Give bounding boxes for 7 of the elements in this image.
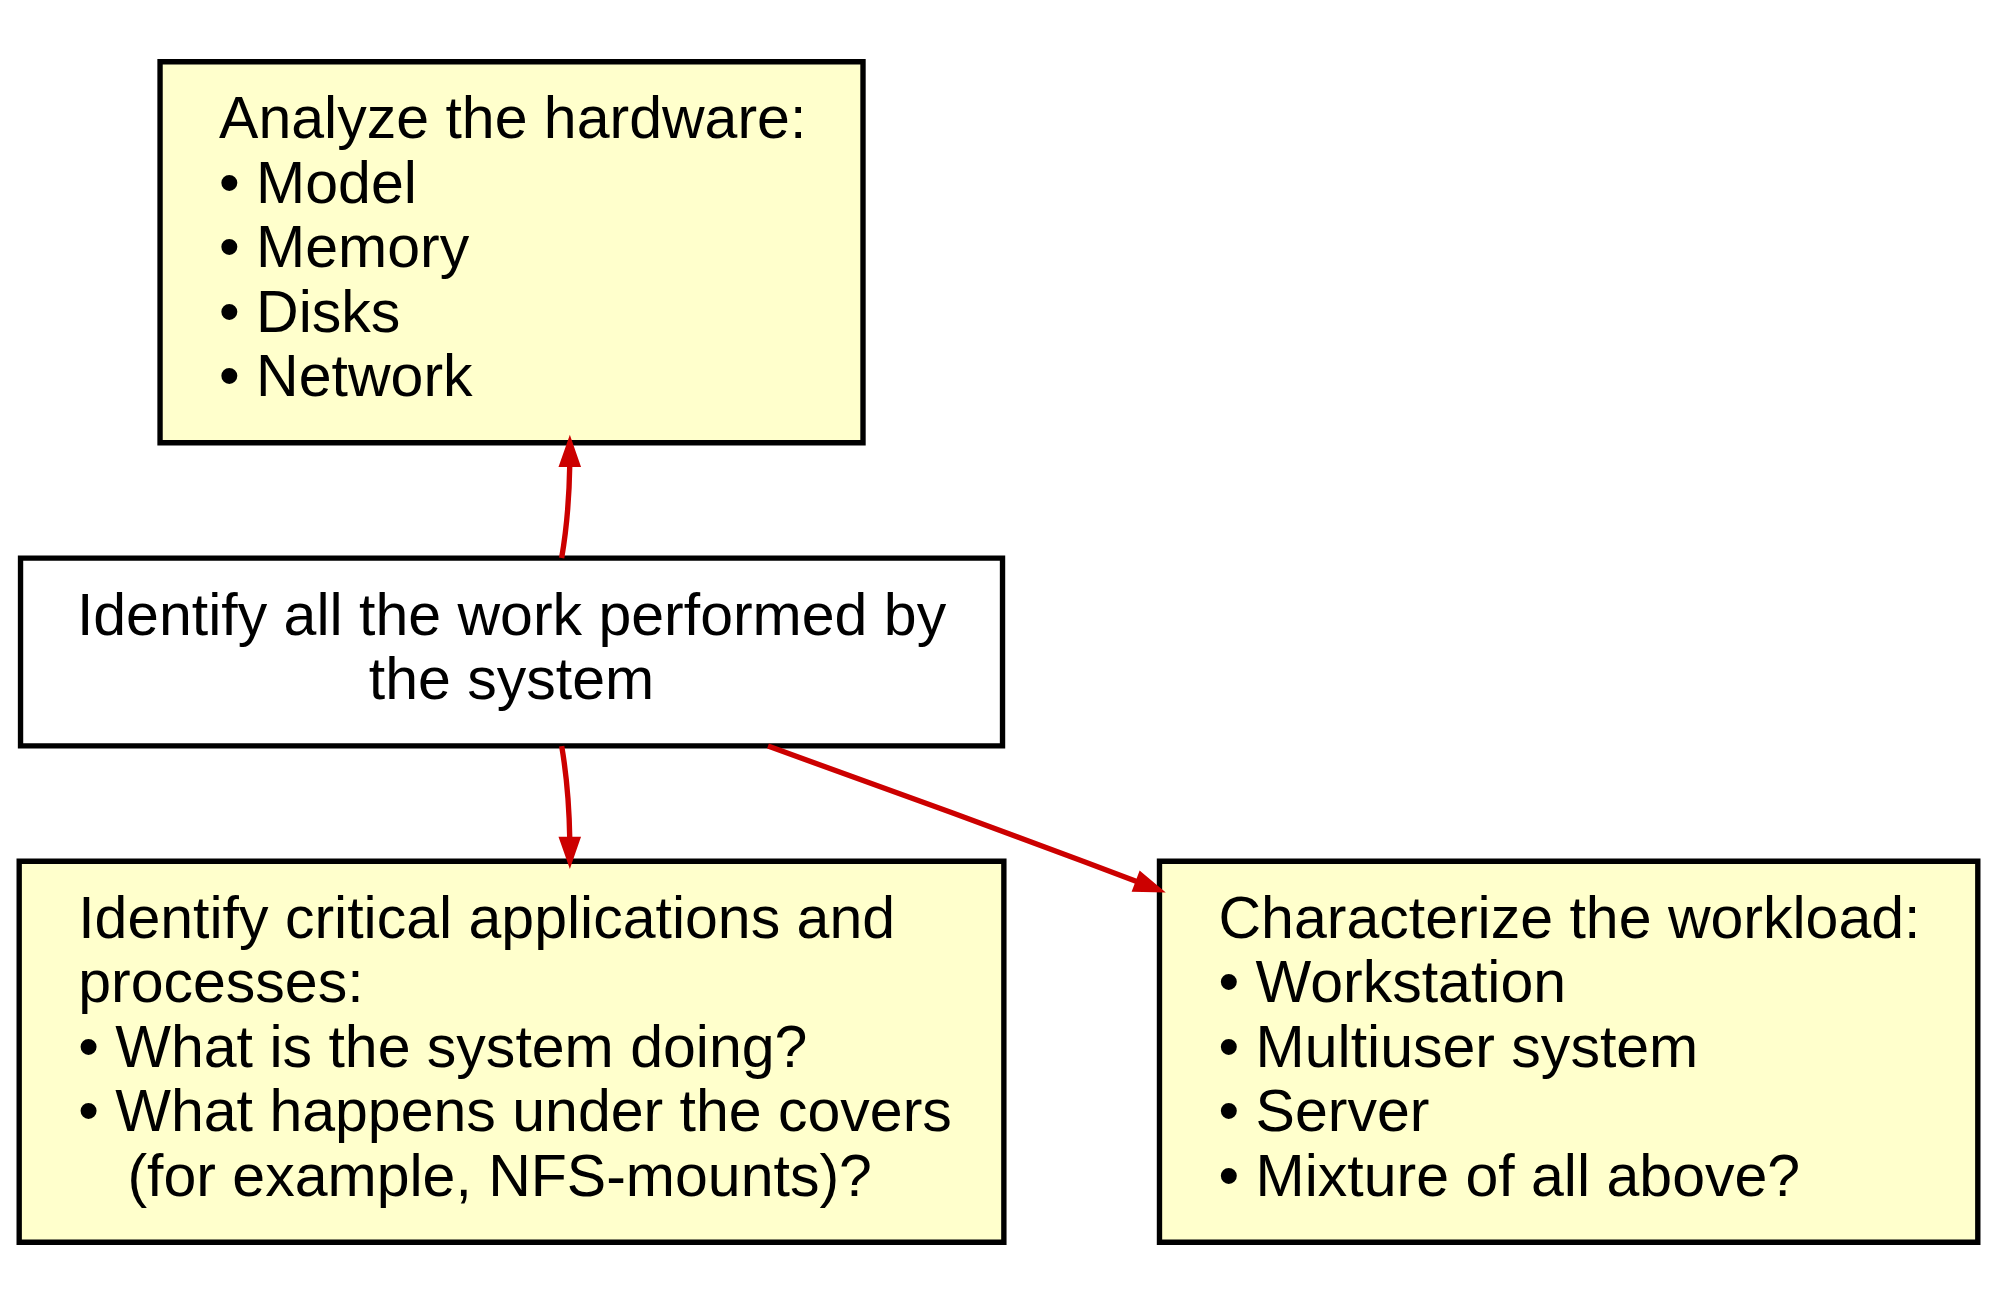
node-box: Characterize the workload: • Workstation • Multiuser system • Server • Mixture of all above? [1156,858,1981,1245]
arrow [767,743,1166,893]
arrow [558,434,582,559]
node-box: Identify critical applications and processes: • What is the system doing? • What happens under the covers (for example, NFS-mounts)? [16,858,1007,1245]
arrow [558,745,582,870]
node-box: Analyze the hardware: • Model • Memory • Disks • Network [157,59,866,446]
node-box: Identify all the work performed by the system [17,555,1006,749]
